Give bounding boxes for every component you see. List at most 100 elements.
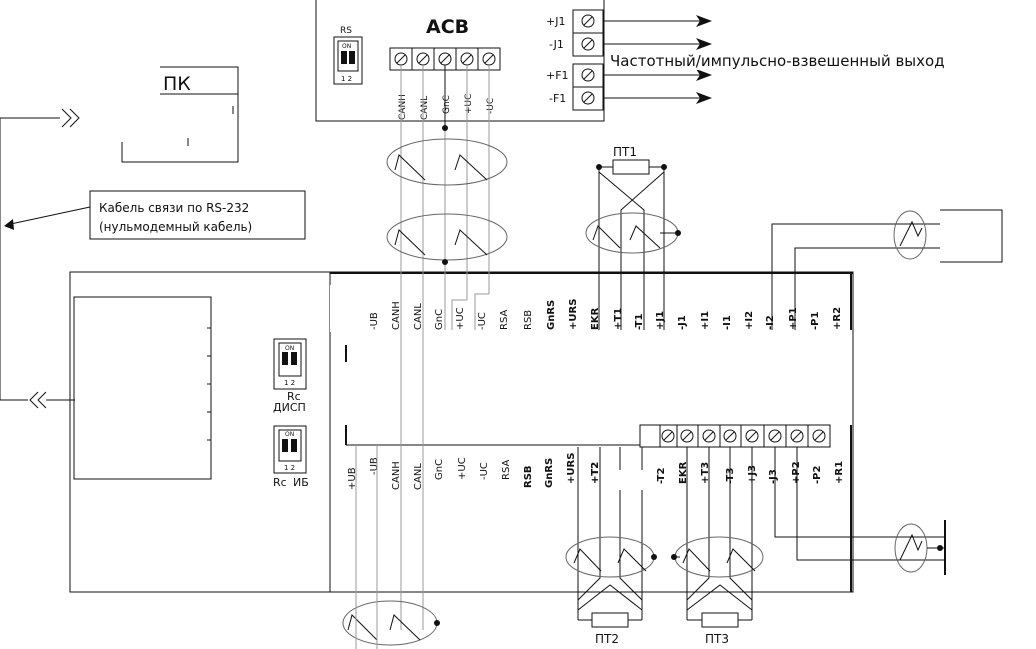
cable-shield-icon — [893, 210, 927, 260]
pressure-sensor-2 — [774, 447, 946, 575]
top-terminal-label: CANH — [391, 301, 402, 330]
top-terminal-label: -UC — [477, 312, 488, 330]
dip-nums: 1 2 — [284, 379, 295, 387]
dip-ib-name: ИБ — [293, 476, 309, 489]
bottom-terminal-label: +T2 — [590, 462, 601, 484]
top-terminal-label: -P1 — [810, 312, 821, 330]
output-label: +F1 — [546, 69, 569, 82]
sensor-label: ПТ1 — [613, 145, 637, 159]
acb-terminal-label: GnC — [442, 95, 452, 114]
resistor-icon — [591, 612, 629, 628]
bottom-terminal-label: RSB — [523, 465, 534, 488]
dip-switch-disp[interactable]: ON 1 2 Rc ДИСП — [273, 338, 307, 414]
cable-label: (нульмодемный кабель) — [99, 220, 252, 234]
pc-device: ПК — [121, 66, 239, 163]
top-terminal-label: +URS — [568, 299, 579, 330]
bottom-terminal-label: GnC — [434, 459, 445, 480]
top-terminal-label: +I1 — [700, 311, 711, 330]
top-terminal-label: GnRS — [546, 300, 557, 330]
cable-label: Кабель связи по RS-232 — [99, 201, 249, 215]
bottom-terminal-label: RSA — [501, 460, 512, 480]
acb-terminal-label: -UC — [486, 98, 496, 114]
acb-dip-nums: 1 2 — [341, 75, 352, 83]
can-bus-cable — [342, 65, 508, 649]
dip-disp-name: ДИСП — [273, 401, 306, 414]
acb-housing — [315, 0, 605, 122]
resistor-icon — [612, 159, 650, 175]
acb-title: АСВ — [426, 16, 469, 38]
top-terminal-label: GnC — [434, 309, 445, 330]
screw-terminal-icon — [661, 429, 826, 443]
bottom-terminal-label: +T2 — [590, 462, 601, 484]
sensor-pt2: +T2 ПТ2 — [565, 447, 657, 646]
acb-terminal-label: CANL — [420, 96, 430, 120]
output-label: -J1 — [549, 38, 564, 51]
screw-terminal-icon — [394, 52, 496, 66]
bottom-terminal-label: +URS — [566, 453, 577, 484]
bottom-terminal-label: GnRS — [544, 458, 555, 488]
sensor-pt1: ПТ1 — [585, 145, 681, 330]
bottom-terminal-label: +UB — [347, 467, 358, 490]
output-terminals: +J1 -J1 +F1 -F1 Частотный/импульсно-взве… — [546, 9, 1033, 111]
cable-shield-icon — [894, 523, 928, 573]
bottom-terminal-label: +UC — [457, 457, 468, 480]
cable-connector-icon — [29, 108, 80, 409]
cable-shield-icon — [565, 536, 655, 578]
bottom-terminal-label: -T2 — [656, 467, 667, 484]
top-terminal-label: +R2 — [832, 307, 843, 330]
bottom-terminal-label: -J3 — [768, 469, 779, 484]
acb-terminal-label: +UC — [464, 94, 474, 114]
top-terminal-label: +I2 — [744, 311, 755, 330]
bottom-terminal-block — [345, 424, 831, 448]
output-label: -F1 — [549, 92, 566, 105]
bottom-terminal-label: CANH — [391, 461, 402, 490]
top-terminal-label: RSA — [499, 310, 510, 330]
bottom-terminal-label: -UB — [369, 457, 380, 475]
top-terminal-label: CANL — [413, 303, 424, 330]
top-terminal-label: -J1 — [677, 315, 688, 330]
top-terminal-label: +J1 — [655, 311, 666, 330]
bottom-terminal-label: EKR — [678, 461, 689, 484]
sensor-label: ПТ3 — [705, 632, 729, 646]
acb-terminal-label: CANH — [398, 94, 408, 120]
rs232-cable: Кабель связи по RS-232 (нульмодемный каб… — [0, 108, 306, 409]
bottom-terminal-label: -P2 — [812, 466, 823, 484]
cable-shield-icon — [674, 536, 764, 578]
dip-ib-rc: Rc — [273, 476, 287, 489]
sensor-pt3: ПТ3 — [671, 447, 764, 646]
top-terminal-label: +P1 — [788, 307, 799, 330]
top-terminal-label: -I2 — [765, 315, 776, 330]
dip-on-label: ON — [285, 345, 294, 352]
bottom-terminal-label: +R1 — [834, 461, 845, 484]
top-terminal-label: +T1 — [613, 308, 624, 330]
dip-disp-rc: Rc — [287, 390, 301, 403]
bottom-terminal-label: +T3 — [700, 462, 711, 484]
main-unit: ON 1 2 Rc ДИСП ON 1 2 Rc ИБ UB -UB CANH … — [69, 271, 854, 593]
top-terminal-label: EKR — [590, 307, 601, 330]
dip-nums: 1 2 — [284, 464, 295, 472]
output-arrow-icon — [603, 15, 712, 104]
top-terminal-label: -T1 — [634, 313, 645, 330]
dip-switch-ib[interactable]: ON 1 2 Rc ИБ — [273, 425, 309, 489]
screw-terminal-icon — [581, 14, 595, 105]
acb-dip-on: ON — [342, 43, 351, 50]
sensor-label: ПТ2 — [595, 632, 619, 646]
acb-dip-label: RS — [340, 26, 352, 36]
output-description: Частотный/импульсно-взвешенный выход — [610, 52, 945, 70]
bottom-terminal-label: CANL — [413, 463, 424, 490]
top-terminal-labels: UB -UB CANH CANL GnC +UC -UC RSA RSB GnR… — [344, 299, 843, 330]
top-terminal-label: +UC — [455, 307, 466, 330]
resistor-icon — [701, 612, 739, 628]
output-label: +J1 — [546, 15, 565, 28]
bottom-terminal-label: -UC — [479, 462, 490, 480]
top-terminal-label: -UB — [369, 312, 380, 330]
top-terminal-label: RSB — [523, 310, 534, 330]
display-panel — [73, 296, 212, 480]
acb-dip-switch[interactable]: RS ON 1 2 — [333, 26, 363, 85]
pc-label: ПК — [163, 73, 191, 95]
dip-on-label: ON — [285, 431, 294, 438]
pressure-sensor-1 — [771, 209, 1003, 330]
cable-shield-icon — [342, 138, 508, 646]
top-terminal-label: -I1 — [722, 315, 733, 330]
